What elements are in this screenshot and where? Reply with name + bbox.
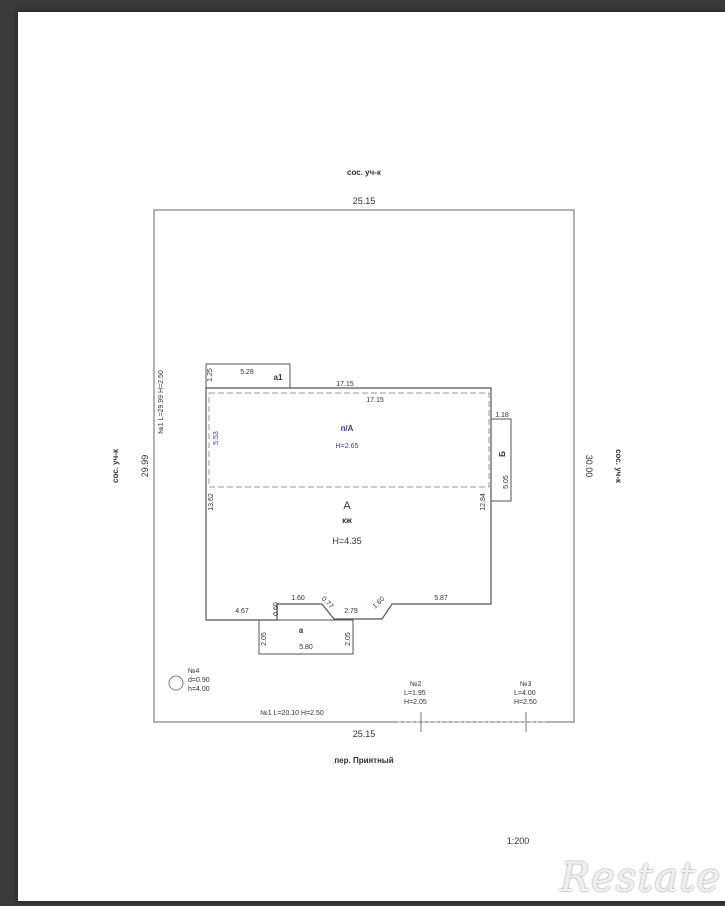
dim-bottom-right: 5.87 <box>434 595 448 602</box>
annex-a1-width: 1.25 <box>207 368 214 382</box>
dim-notch-top: 1.60 <box>291 595 305 602</box>
neighbor-right-label: сос. уч-к <box>614 449 623 484</box>
neighbor-top-label: сос. уч-к <box>347 168 382 177</box>
porch-right-height: 2.05 <box>345 632 352 646</box>
dim-notch-small1: 0.60 <box>273 602 280 616</box>
structure-4-label: №4 <box>188 668 200 675</box>
mezzanine-height: H=2.65 <box>336 443 359 450</box>
structure-3-l: L=4.00 <box>514 690 536 697</box>
annex-a1-label: а1 <box>274 373 283 382</box>
dim-left: 13.62 <box>208 493 215 511</box>
structure-4-h: h=4.00 <box>188 686 210 693</box>
annex-a1-length: 5.28 <box>240 369 254 376</box>
site-plan-drawing: сос. уч-к 25.15 25.15 пер. Приятный 1:20… <box>111 168 623 846</box>
main-building-outline <box>205 387 492 621</box>
porch-width: 5.80 <box>299 644 313 651</box>
porch-left-height: 2.05 <box>261 632 268 646</box>
document-page: сос. уч-к 25.15 25.15 пер. Приятный 1:20… <box>18 12 725 901</box>
lot-boundary <box>153 209 575 723</box>
dim-notch-small3: 1.60 <box>372 596 387 611</box>
bottom-fence-label: №1 L=20.10 H=2.50 <box>260 710 324 717</box>
dim-notch-small2: 0.77 <box>320 596 335 611</box>
dim-notch-mid: 2.79 <box>344 608 358 615</box>
structure-2-label: №2 <box>410 681 422 688</box>
left-fence-label: №1 L=29.99 H=2.50 <box>158 370 165 434</box>
street-label: пер. Приятный <box>334 756 393 765</box>
dim-top-outer: 17.15 <box>336 381 354 388</box>
top-width-label: 25.15 <box>353 196 376 206</box>
porch-label: а <box>299 626 304 635</box>
main-material: кж <box>342 516 352 525</box>
structure-4-circle <box>168 675 184 691</box>
dim-bottom-left: 4.67 <box>235 608 249 615</box>
annex-a1-outline <box>205 363 291 389</box>
structure-2-l: L=1.95 <box>404 690 426 697</box>
right-height-label: 30.00 <box>584 455 594 478</box>
main-letter: А <box>343 500 351 512</box>
neighbor-left-label: сос. уч-к <box>111 448 120 483</box>
structure-3-label: №3 <box>520 681 532 688</box>
dim-left-inner: 5.53 <box>213 431 220 445</box>
structure-3-h: H=2.50 <box>514 699 537 706</box>
left-height-label: 29.99 <box>140 455 150 478</box>
annex-b-width: 1.18 <box>495 412 509 419</box>
annex-b-label: Б <box>498 451 507 457</box>
porch-outline <box>258 619 354 655</box>
dim-right: 12.84 <box>480 493 487 511</box>
watermark-logo: Restate <box>560 855 721 901</box>
mezzanine-letter: п/А <box>341 424 354 433</box>
main-height: H=4.35 <box>332 536 361 546</box>
dim-top-inner: 17.15 <box>366 397 384 404</box>
structure-2-h: H=2.05 <box>404 699 427 706</box>
bottom-width-label: 25.15 <box>353 729 376 739</box>
annex-b-length: 5.05 <box>503 475 510 489</box>
scale-label: 1:200 <box>507 836 530 846</box>
annex-b-outline <box>490 418 512 502</box>
structure-4-d: d=0.90 <box>188 677 210 684</box>
mezzanine-outline <box>208 392 490 488</box>
